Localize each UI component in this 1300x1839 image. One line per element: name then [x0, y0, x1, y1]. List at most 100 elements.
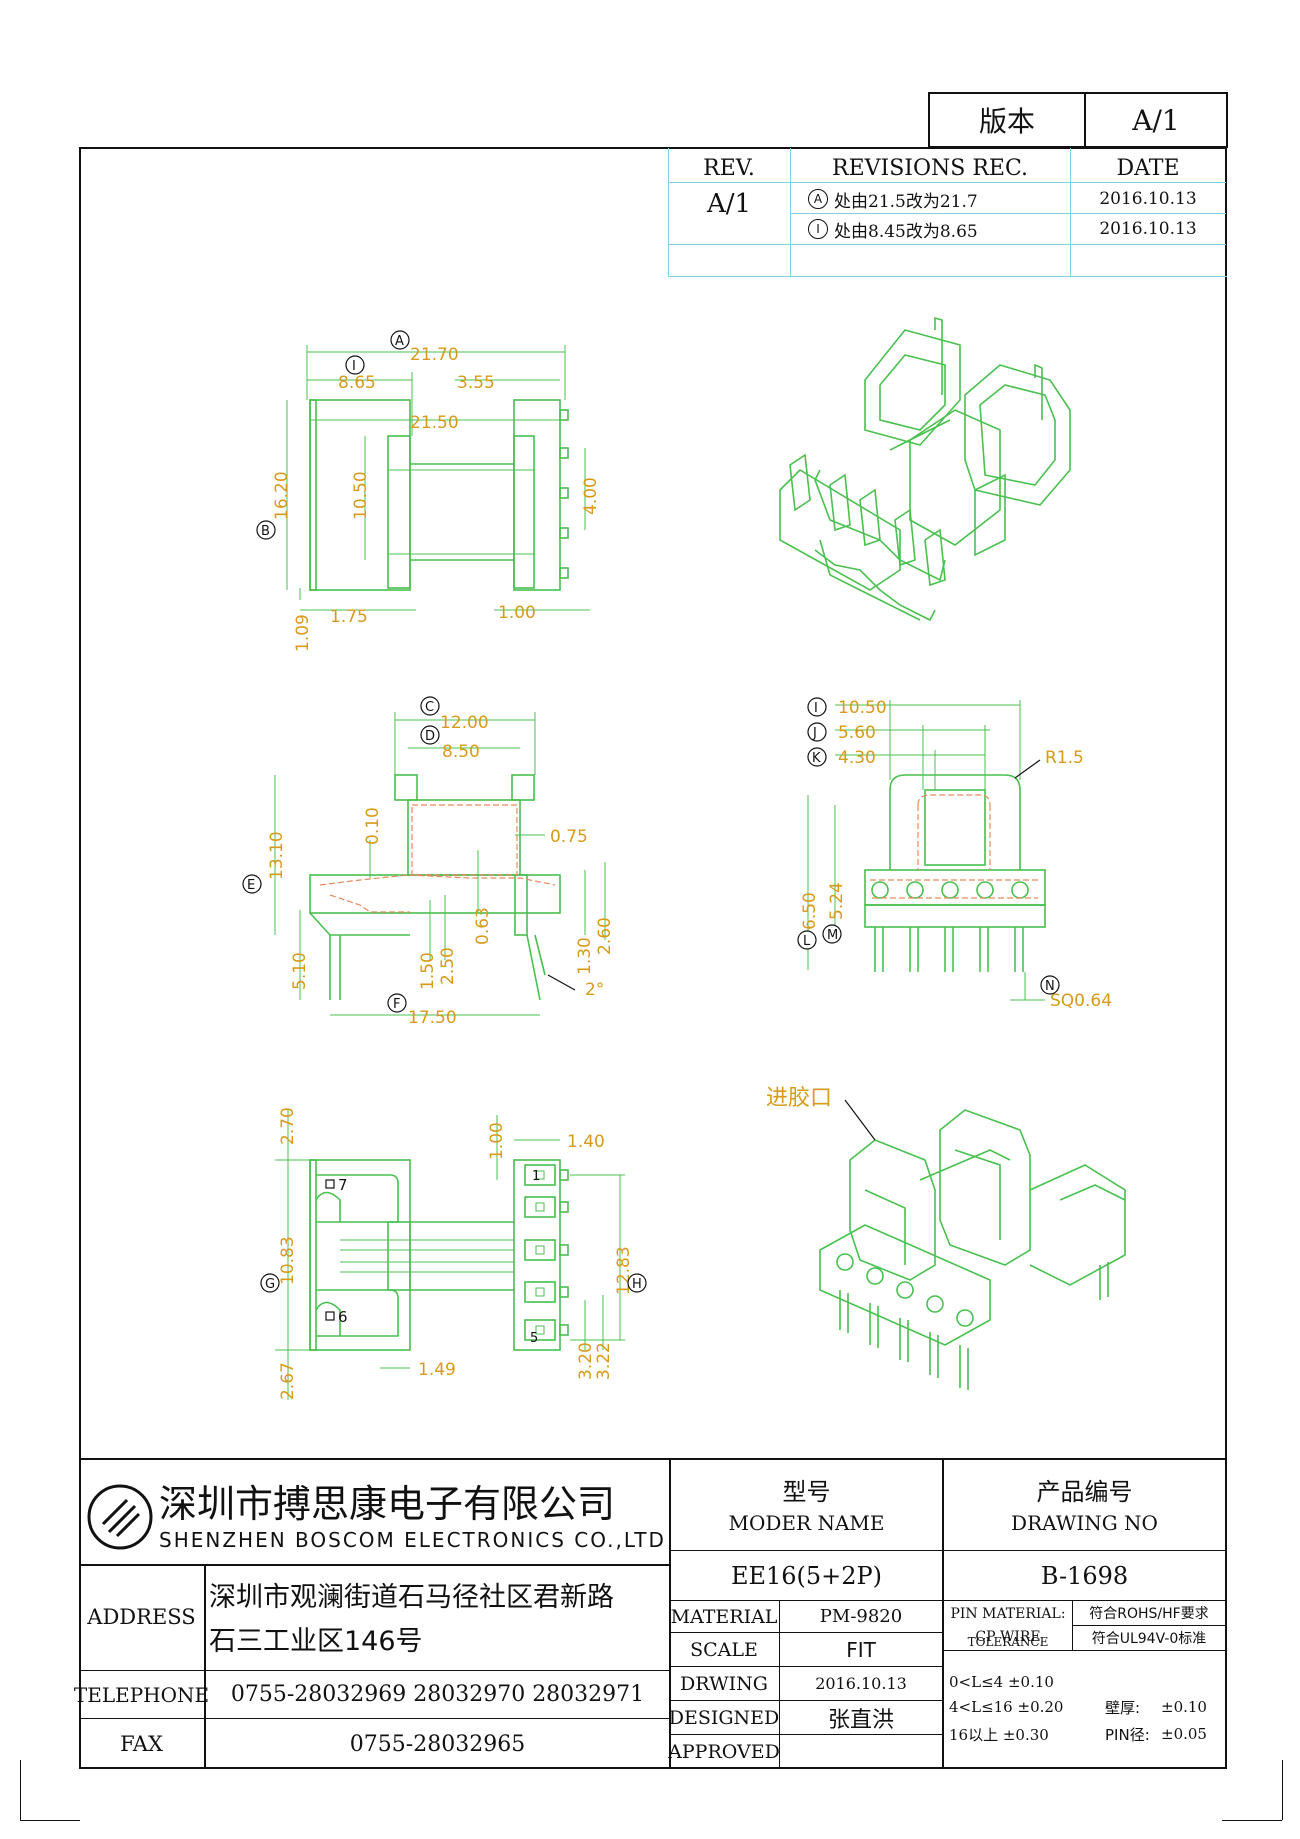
tb-h-phone: [79, 1718, 669, 1719]
dim-2-70: 2.70: [278, 1107, 298, 1145]
drawing-label-cn: 产品编号: [1036, 1477, 1133, 1506]
dim-4-30: 4.30: [838, 748, 876, 768]
dim-0-63: 0.63: [473, 907, 493, 945]
technical-drawing: 21.70 8.65 3.55 21.50 16.20 10.50 4.00 1…: [242, 316, 1126, 1400]
fax-value: 0755-28032965: [349, 1731, 526, 1757]
dim-21-50: 21.50: [410, 413, 459, 433]
designed-label: DESIGNED: [668, 1706, 780, 1729]
model-label-en: MODER NAME: [728, 1511, 885, 1535]
dim-6-50: 6.50: [800, 892, 820, 930]
tb-h-tol: [942, 1650, 1225, 1651]
crop-mark-left: [20, 1760, 21, 1820]
pin-5: 5: [530, 1331, 538, 1346]
drawing-label-en: DRAWING NO: [1011, 1511, 1158, 1535]
ref-d: D: [425, 729, 435, 744]
tolerance-2: 4<L≤16 ±0.20: [949, 1698, 1064, 1716]
rev-grid-v2: [1070, 148, 1071, 276]
dim-1-49: 1.49: [418, 1360, 456, 1380]
ref-k: K: [812, 751, 821, 766]
drawing-number: B-1698: [1040, 1561, 1129, 1590]
company-name-cn: 深圳市搏思康电子有限公司: [159, 1481, 616, 1526]
front-view: 12.00 8.50 13.10 0.10 0.75 0.63 1.30 2.6…: [242, 696, 615, 1028]
dim-17-50: 17.50: [408, 1008, 457, 1028]
rohs-compliance: 符合ROHS/HF要求: [1089, 1606, 1209, 1622]
pin-material-label: PIN MATERIAL:: [950, 1606, 1066, 1622]
ref-c: C: [425, 700, 434, 715]
tb-h-mat: [669, 1632, 942, 1633]
dim-2-60: 2.60: [595, 917, 615, 955]
rev-date-1: 2016.10.13: [1099, 189, 1197, 209]
pin-material-value: CP WIRE: [975, 1629, 1041, 1645]
ul-compliance: 符合UL94V-0标准: [1091, 1631, 1207, 1647]
tb-v-labels: [204, 1564, 206, 1769]
crop-mark-right-h: [1222, 1820, 1282, 1821]
rev-value: A/1: [706, 189, 752, 219]
isometric-view-top: [779, 316, 1071, 622]
dim-5-10: 5.10: [290, 952, 310, 990]
tb-h-date: [669, 1700, 942, 1701]
address-label: ADDRESS: [87, 1605, 196, 1629]
dim-4-00: 4.00: [581, 477, 601, 515]
address-line1: 深圳市观澜街道石马径社区君新路: [209, 1581, 614, 1613]
dim-8-65: 8.65: [338, 373, 376, 393]
rev-grid-h3: [668, 244, 1226, 245]
approved-label: APPROVED: [668, 1741, 780, 1763]
ref-g: G: [265, 1277, 275, 1292]
dim-5-60: 5.60: [838, 723, 876, 743]
tb-h-pin: [1072, 1625, 1225, 1626]
version-label: 版本: [930, 94, 1086, 146]
ref-i-side: I: [814, 701, 818, 716]
ref-b-top: B: [261, 524, 270, 539]
rev-header-rec: REVISIONS REC.: [832, 155, 1028, 181]
rev-row-1: A 处由21.5改为21.7: [808, 184, 1070, 214]
dim-1-50: 1.50: [418, 952, 438, 990]
dim-10-50-side: 10.50: [838, 698, 887, 718]
dim-16-20: 16.20: [272, 471, 292, 520]
title-block: 深圳市搏思康电子有限公司 SHENZHEN BOSCOM ELECTRONICS…: [74, 1458, 1227, 1769]
pin-1: 1: [532, 1169, 540, 1184]
dim-10-83: 10.83: [278, 1236, 298, 1285]
version-value: A/1: [1132, 103, 1180, 137]
rev-header-rev: REV.: [703, 155, 755, 181]
rev-row-2: I 处由8.45改为8.65: [808, 214, 1070, 244]
company-name-en: SHENZHEN BOSCOM ELECTRONICS CO.,LTD: [159, 1528, 666, 1552]
pin-diameter-value: ±0.05: [1161, 1725, 1207, 1743]
drawing-date-label: DRWING: [680, 1672, 768, 1695]
ref-h: H: [632, 1277, 642, 1292]
ref-f: F: [393, 997, 400, 1012]
ref-n: N: [1045, 979, 1055, 994]
company-logo: [87, 1484, 153, 1550]
side-view: 10.50 5.60 4.30 R1.5 6.50 5.24 SQ0.64 I …: [797, 697, 1112, 1011]
tb-h-scale: [669, 1666, 942, 1667]
crop-mark-left-h: [20, 1820, 80, 1821]
ref-l: L: [803, 934, 811, 949]
dim-1-09: 1.09: [293, 614, 313, 652]
tb-v-company: [669, 1460, 671, 1769]
dim-2-deg: 2°: [585, 980, 604, 1000]
scale-label: SCALE: [690, 1638, 758, 1661]
tolerance-1: 0<L≤4 ±0.10: [949, 1673, 1054, 1691]
tb-v-model: [942, 1460, 944, 1769]
ref-m: M: [827, 928, 838, 943]
dim-3-20: 3.20: [576, 1342, 596, 1380]
scale-value: FIT: [846, 1637, 876, 1662]
pin-7: 7: [338, 1176, 348, 1194]
wall-thickness-label: 壁厚:: [1105, 1698, 1141, 1717]
dim-8-50: 8.50: [442, 742, 480, 762]
tb-v-mat: [779, 1600, 780, 1769]
telephone-value: 0755-28032969 28032970 28032971: [230, 1682, 645, 1707]
ref-j: J: [812, 726, 817, 741]
dim-10-50: 10.50: [351, 471, 371, 520]
tb-h-designed: [669, 1734, 942, 1735]
dim-0-75: 0.75: [550, 827, 588, 847]
dim-5-24: 5.24: [827, 882, 847, 920]
dim-1-00-bottom: 1.00: [487, 1122, 507, 1160]
dim-0-10: 0.10: [363, 807, 383, 845]
dim-21-70: 21.70: [410, 345, 459, 365]
approved-value: [780, 1735, 942, 1769]
model-label-cn: 型号: [782, 1477, 831, 1506]
tolerance-label: TOLERANCE: [967, 1635, 1049, 1649]
rev-date-2: 2016.10.13: [1099, 219, 1197, 239]
rev-grid-h1: [668, 182, 1226, 183]
rev-mark-1: A: [808, 189, 828, 209]
